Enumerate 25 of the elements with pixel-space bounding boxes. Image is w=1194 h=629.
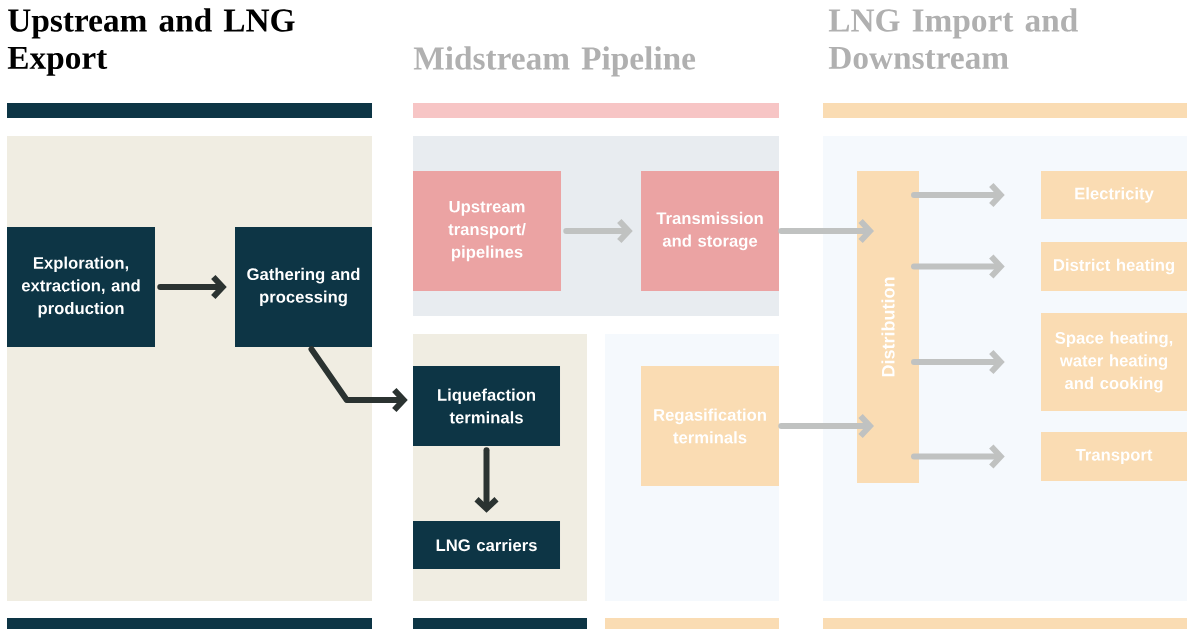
column-heading: LNG Import and Downstream <box>828 8 1078 70</box>
arrow <box>911 254 1005 279</box>
arrow <box>911 444 1005 469</box>
arrow <box>911 349 1005 375</box>
arrow <box>778 218 874 244</box>
arrow <box>563 218 633 244</box>
process-box: LNG carriers <box>413 521 560 569</box>
process-box: Transmission and storage <box>641 171 779 291</box>
process-box: Transport <box>1041 432 1187 481</box>
arrow <box>474 447 499 513</box>
process-box: Gathering and processing <box>235 227 372 347</box>
column-heading: Midstream Pipeline <box>413 46 696 77</box>
process-box: Exploration, extraction, and production <box>7 227 155 347</box>
process-box: Regasification terminals <box>641 366 779 486</box>
process-box: Liquefaction terminals <box>413 366 560 446</box>
process-box: Upstream transport/ pipelines <box>413 171 561 291</box>
process-box: District heating <box>1041 242 1187 291</box>
process-box: Distribution <box>857 171 919 483</box>
arrow <box>911 182 1005 208</box>
arrow <box>157 274 227 300</box>
process-box: Space heating, water heating and cooking <box>1041 313 1187 411</box>
arrow <box>308 346 408 413</box>
arrow <box>778 413 874 439</box>
process-box: Electricity <box>1041 171 1187 219</box>
column-heading: Upstream and LNG Export <box>7 8 295 76</box>
